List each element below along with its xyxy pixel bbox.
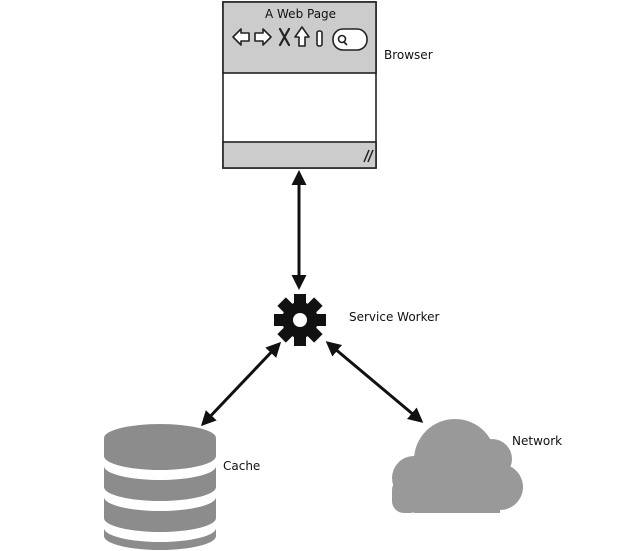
address-bar-icon <box>316 30 323 47</box>
search-box-icon <box>332 28 368 51</box>
cache-label: Cache <box>223 459 261 473</box>
network-label: Network <box>512 434 563 448</box>
home-arrow-icon <box>294 26 310 47</box>
web-page-title: A Web Page <box>265 7 337 21</box>
browser-statusbar <box>222 141 377 169</box>
forward-arrow-icon <box>254 28 272 46</box>
gear-icon <box>274 294 326 346</box>
worker-network-connector <box>325 341 424 423</box>
database-icon <box>104 424 216 550</box>
worker-cache-connector <box>200 341 282 427</box>
resize-grip-icon <box>363 149 374 163</box>
cloud-icon <box>392 419 523 513</box>
back-arrow-icon <box>232 28 250 46</box>
stop-icon <box>278 27 291 47</box>
browser-window <box>222 1 377 169</box>
service-worker-label: Service Worker <box>349 310 440 324</box>
browser-label: Browser <box>384 48 433 62</box>
